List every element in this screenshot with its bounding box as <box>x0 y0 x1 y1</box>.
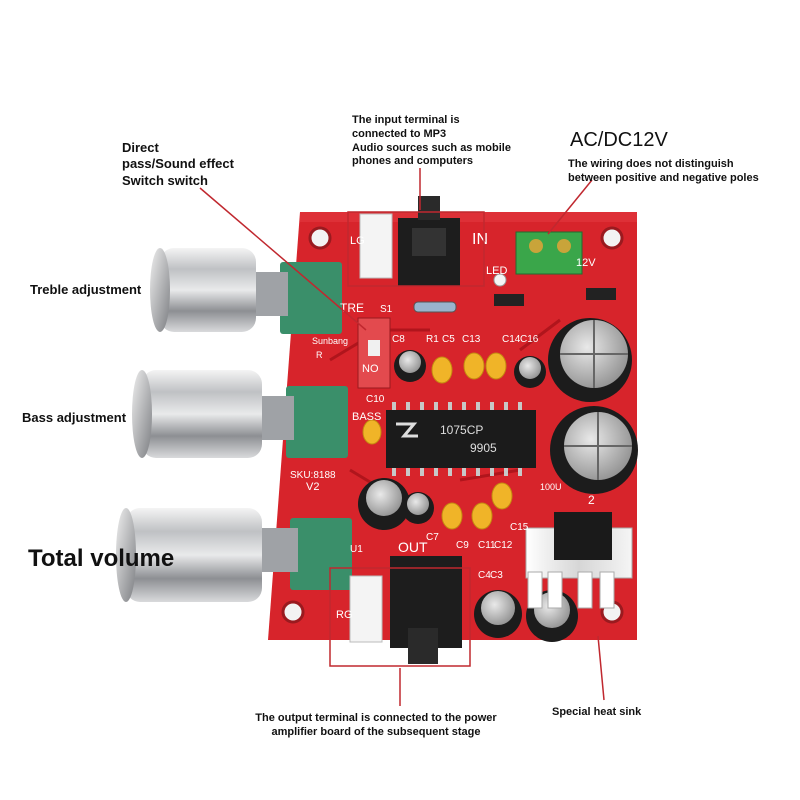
power-terminal <box>515 231 583 275</box>
bass-knob[interactable] <box>132 370 348 458</box>
switch-line-1: Direct <box>122 140 159 155</box>
output-terminal <box>349 556 462 664</box>
bass-annotation: Bass adjustment <box>22 410 127 425</box>
input-terminal <box>359 196 460 286</box>
silk-sku: SKU:8188 <box>290 470 336 481</box>
heat-sink <box>525 512 633 609</box>
silk-tre: TRE <box>340 301 364 315</box>
led <box>493 273 507 287</box>
silk-c15: C15 <box>510 522 529 533</box>
electrolytic-capacitor <box>550 406 638 494</box>
silk-rg: RG <box>336 609 353 621</box>
silk-no: NO <box>362 363 379 375</box>
heatsink-annotation: Special heat sink <box>552 706 642 718</box>
silk-c9: C9 <box>456 540 469 551</box>
input-line-2: connected to MP3 <box>352 127 447 140</box>
ic-marking-2: 9905 <box>470 441 497 455</box>
silk-bass: BASS <box>352 411 381 423</box>
treble-annotation: Treble adjustment <box>30 282 142 297</box>
electrolytic-capacitor <box>548 318 632 402</box>
resistor <box>413 301 457 313</box>
silk-v2: V2 <box>306 481 319 493</box>
silk-d2: 2 <box>588 493 595 507</box>
silk-u1: U1 <box>350 544 363 555</box>
input-highlight-box <box>347 211 485 287</box>
volume-annotation: Total volume <box>28 545 175 572</box>
silk-c5: C5 <box>442 334 455 345</box>
power-annotation: The wiring does not distinguish between … <box>568 158 759 186</box>
input-line-1: The input terminal is <box>352 114 460 126</box>
silk-s1: S1 <box>380 304 393 315</box>
switch-annotation: Direct pass/Sound effect Switch switch <box>122 140 234 189</box>
output-annotation: The output terminal is connected to the … <box>250 712 502 740</box>
output-highlight-box <box>329 567 471 667</box>
silk-c3: C3 <box>490 570 503 581</box>
silk-lg: LG <box>350 235 365 247</box>
treble-knob[interactable] <box>150 248 342 334</box>
silk-in: IN <box>472 231 488 248</box>
silk-c7: C7 <box>426 532 439 543</box>
volume-knob[interactable] <box>116 508 352 602</box>
input-annotation: The input terminal is connected to MP3 A… <box>352 114 511 169</box>
silk-r1: R1 <box>426 334 439 345</box>
silk-c12: C12 <box>494 540 513 551</box>
power-line-1: The wiring does not distinguish <box>568 158 734 170</box>
silk-c8: C8 <box>392 334 405 345</box>
input-line-3: Audio sources such as mobile <box>352 141 511 154</box>
ic-marking-1: 1075CP <box>440 423 483 437</box>
silk-out: OUT <box>398 539 428 555</box>
output-line-2: amplifier board of the subsequent stage <box>271 725 481 738</box>
silk-c4: C4 <box>478 570 491 581</box>
power-line-2: between positive and negative poles <box>568 171 759 184</box>
silk-100u: 100U <box>540 482 562 492</box>
ic-chip: 1075CP 9905 <box>386 402 536 476</box>
silk-12v: 12V <box>576 257 596 269</box>
silk-sunbang: Sunbang <box>312 336 348 346</box>
silk-led: LED <box>486 265 507 277</box>
silk-r: R <box>316 350 323 360</box>
silk-c13: C13 <box>462 334 481 345</box>
silk-c14: C14 <box>502 334 521 345</box>
output-line-1: The output terminal is connected to the … <box>255 712 497 724</box>
silk-c11: C11 <box>478 540 496 551</box>
switch-line-2: pass/Sound effect <box>122 156 234 172</box>
input-line-4: phones and computers <box>352 155 474 168</box>
silk-c16: C16 <box>520 334 539 345</box>
silk-c10: C10 <box>366 394 385 405</box>
power-title: AC/DC12V <box>570 129 668 151</box>
switch-line-3: Switch switch <box>122 172 208 188</box>
